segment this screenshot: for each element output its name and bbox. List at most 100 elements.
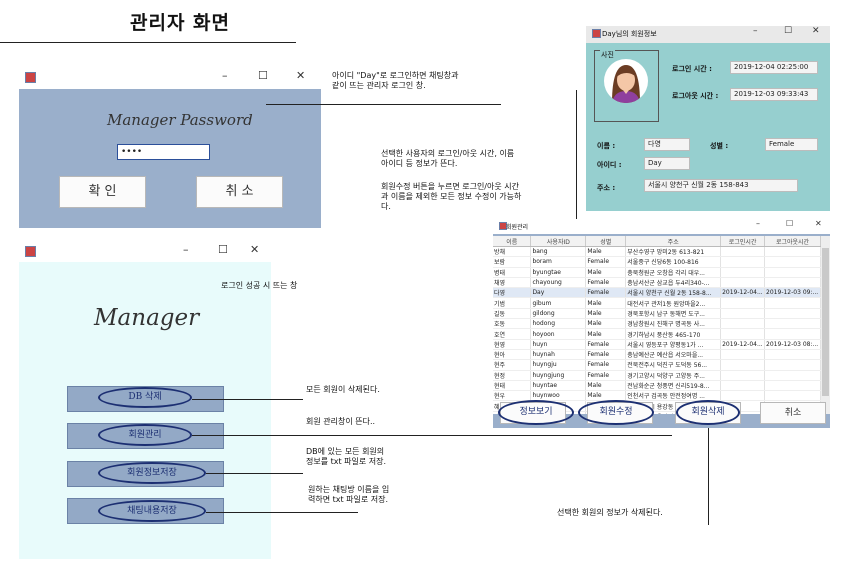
- column-header[interactable]: 성별: [585, 236, 627, 247]
- table-cell: [764, 328, 821, 340]
- table-cell: huyn: [530, 339, 587, 350]
- java-app-icon: [499, 222, 507, 230]
- table-cell: [720, 267, 766, 278]
- table-cell: 경남창원시 진해구 명곡동 사...: [625, 318, 722, 330]
- table-cell: 기범: [493, 297, 532, 309]
- table-cell: 2019-12-03 08:...: [764, 339, 821, 350]
- table-cell: [764, 308, 821, 320]
- manager-heading: Manager: [94, 305, 200, 331]
- manager-titlebar: – ☐ ✕: [19, 241, 271, 262]
- member-info-save-oval: 회원정보저장: [98, 462, 206, 484]
- select-note: 선택한 사용자의 로그인/아웃 시간, 이름 아이디 등 정보가 뜬다.: [381, 149, 515, 168]
- table-cell: [764, 380, 821, 392]
- table-cell: Male: [585, 308, 627, 320]
- manage-note: 회원 관리창이 뜬다..: [306, 417, 376, 426]
- table-cell: [764, 267, 821, 278]
- address-label: 주소 :: [597, 184, 616, 192]
- success-note: 로그인 성공 시 뜨는 창: [221, 281, 298, 290]
- table-cell: [720, 359, 766, 371]
- avatar: [604, 59, 648, 103]
- maximize-icon[interactable]: ☐: [784, 26, 793, 36]
- minimize-icon[interactable]: –: [222, 69, 228, 82]
- table-cell: huyntae: [530, 380, 587, 392]
- info-titlebar: Day님의 회원정보 – ☐ ✕: [586, 26, 830, 43]
- table-cell: hodong: [530, 318, 587, 330]
- table-cell: [720, 390, 766, 402]
- maximize-icon[interactable]: ☐: [786, 219, 794, 228]
- minimize-icon[interactable]: –: [183, 243, 189, 256]
- table-cell: [764, 390, 821, 402]
- db-delete-line: [192, 399, 303, 400]
- member-titlebar: 회원관리 – ☐ ✕: [493, 219, 830, 234]
- column-header[interactable]: 주소: [625, 236, 722, 247]
- column-header[interactable]: 사용자ID: [530, 236, 587, 247]
- java-app-icon: [25, 72, 36, 83]
- cancel-member-button[interactable]: 취소: [760, 402, 826, 424]
- password-input[interactable]: ••••: [117, 144, 210, 160]
- manage-line: [192, 435, 672, 436]
- table-cell: 현정: [493, 370, 532, 381]
- table-cell: 2019-12-04...: [720, 287, 766, 299]
- table-cell: [764, 349, 821, 361]
- table-cell: hoyoon: [530, 328, 587, 340]
- table-cell: huyngju: [530, 359, 587, 371]
- cancel-button[interactable]: 취 소: [196, 176, 283, 208]
- db-delete-oval: DB 삭제: [98, 387, 192, 408]
- column-header[interactable]: 이름: [493, 236, 532, 247]
- confirm-button[interactable]: 확 인: [59, 176, 146, 208]
- delete-connector-line: [708, 420, 709, 525]
- table-cell: [720, 297, 766, 309]
- table-cell: 서울시 양천구 신월 2동 158-8...: [625, 287, 722, 299]
- table-cell: 부산수영구 망미2동 613-821: [625, 246, 722, 258]
- table-cell: Female: [585, 339, 627, 350]
- table-cell: 경기하남시 풍산동 465-170: [625, 328, 722, 340]
- gender-field: Female: [765, 138, 818, 151]
- table-cell: [720, 328, 766, 340]
- delete-member-oval: 회원삭제: [676, 400, 740, 425]
- id-field: Day: [644, 157, 690, 170]
- name-field: 다영: [644, 138, 690, 151]
- minimize-icon[interactable]: –: [753, 26, 758, 36]
- photo-frame: 사진: [594, 50, 659, 122]
- table-cell: 방채: [493, 246, 532, 258]
- scrollbar-thumb[interactable]: [822, 248, 829, 396]
- close-icon[interactable]: ✕: [812, 26, 820, 36]
- column-header[interactable]: 로그인시간: [720, 236, 766, 247]
- column-header[interactable]: 로그아웃시간: [764, 236, 821, 247]
- table-cell: 충남서산군 삼교읍 두4리340-...: [625, 277, 722, 289]
- close-icon[interactable]: ✕: [250, 243, 260, 256]
- table-cell: Male: [585, 380, 627, 392]
- table-cell: [764, 370, 821, 381]
- maximize-icon[interactable]: ☐: [258, 69, 268, 82]
- table-cell: 대전서구 관저1동 원앙마을2...: [625, 297, 722, 309]
- java-app-icon: [592, 29, 601, 38]
- close-icon[interactable]: ✕: [815, 219, 822, 228]
- info-window-title: Day님의 회원정보: [602, 30, 657, 38]
- table-cell: 현아: [493, 349, 532, 361]
- table-scrollbar[interactable]: [821, 236, 830, 414]
- maximize-icon[interactable]: ☐: [218, 243, 228, 256]
- close-icon[interactable]: ✕: [296, 69, 306, 82]
- table-cell: 전남화순군 청풍면 신리519-8...: [625, 380, 722, 392]
- minimize-icon[interactable]: –: [756, 219, 760, 228]
- edit-note: 회원수정 버튼을 누르면 로그인/아웃 시간 과 이름을 제외한 모든 정보 수…: [381, 182, 522, 211]
